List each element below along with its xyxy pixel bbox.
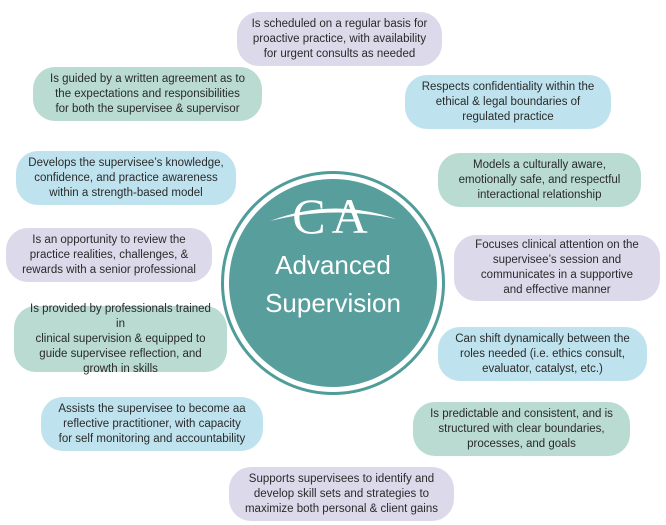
ca-logo: CA [268, 187, 398, 247]
pill-confidentiality: Respects confidentiality within the ethi… [405, 75, 611, 129]
pill-predictable: Is predictable and consistent, and is st… [413, 402, 630, 456]
pill-culturally-aware: Models a culturally aware, emotionally s… [438, 153, 641, 207]
pill-develops-knowledge-text: Develops the supervisee’s knowledge, con… [28, 156, 224, 199]
pill-shift-roles: Can shift dynamically between the roles … [438, 327, 647, 381]
pill-develops-knowledge: Develops the supervisee’s knowledge, con… [16, 151, 236, 205]
pill-written-agreement: Is guided by a written agreement as to t… [33, 67, 262, 121]
pill-reflective-practitioner-text: Assists the supervisee to become aa refl… [58, 402, 246, 445]
pill-opportunity-review: Is an opportunity to review the practice… [6, 228, 212, 282]
pill-reflective-practitioner: Assists the supervisee to become aa refl… [41, 397, 263, 451]
pill-clinical-attention: Focuses clinical attention on the superv… [454, 235, 660, 301]
pill-skill-sets-text: Supports supervisees to identify and dev… [244, 472, 439, 515]
hub-title-line2: Supervision [265, 288, 401, 318]
pill-shift-roles-text: Can shift dynamically between the roles … [455, 332, 630, 375]
pill-trained-professionals-text: Is provided by professionals trained in … [30, 302, 211, 375]
logo-letters: CA [292, 188, 374, 244]
pill-confidentiality-text: Respects confidentiality within the ethi… [421, 80, 595, 123]
hub-title-line1: Advanced [275, 250, 391, 280]
pill-scheduled: Is scheduled on a regular basis for proa… [237, 12, 442, 66]
pill-skill-sets: Supports supervisees to identify and dev… [229, 467, 454, 521]
pill-clinical-attention-text: Focuses clinical attention on the superv… [475, 239, 639, 296]
pill-trained-professionals: Is provided by professionals trained in … [14, 303, 227, 375]
pill-scheduled-text: Is scheduled on a regular basis for proa… [251, 17, 428, 60]
pill-opportunity-review-text: Is an opportunity to review the practice… [22, 233, 196, 276]
logo-swoosh-icon [270, 208, 396, 221]
pill-predictable-text: Is predictable and consistent, and is st… [430, 407, 613, 450]
pill-culturally-aware-text: Models a culturally aware, emotionally s… [458, 158, 621, 201]
pill-written-agreement-text: Is guided by a written agreement as to t… [50, 72, 245, 115]
hub-circle [229, 179, 437, 387]
